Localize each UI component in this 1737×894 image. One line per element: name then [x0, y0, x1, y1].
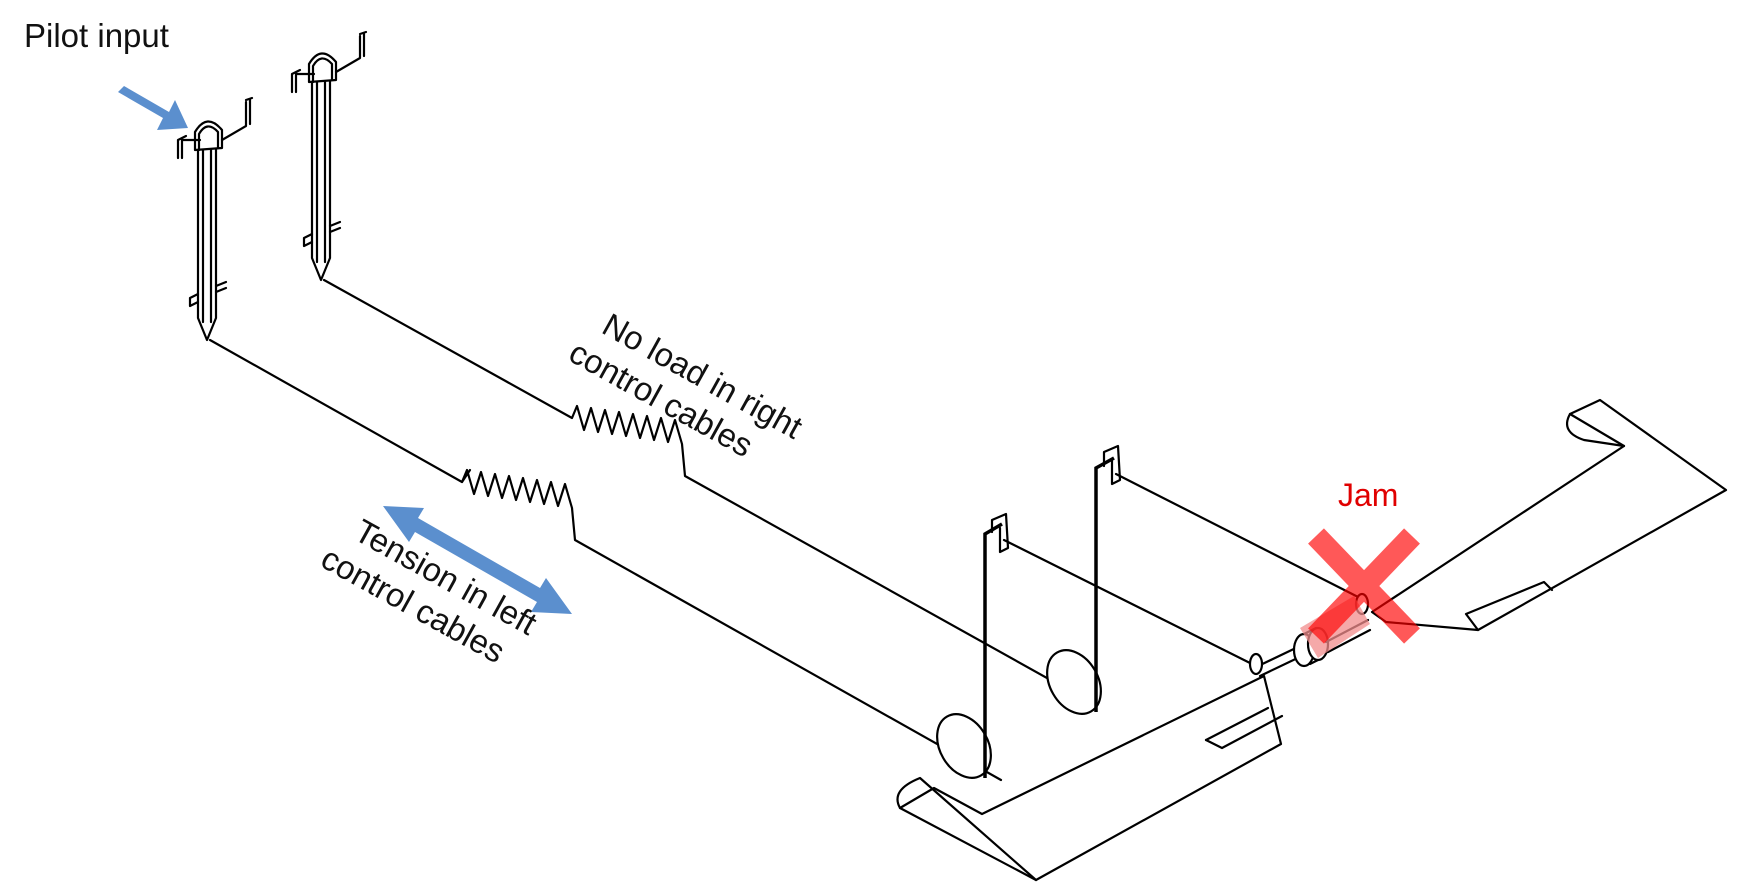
jam-x-marker: [1308, 528, 1420, 644]
left-elevator: [896, 674, 1284, 882]
jam-highlight: [1300, 528, 1420, 658]
pilot-input-arrow-icon: [118, 86, 188, 130]
tension-double-arrow-icon: [383, 506, 572, 614]
right-elevator: [1370, 398, 1728, 632]
right-control-column: [290, 30, 368, 282]
right-control-cable: [322, 278, 1092, 704]
pulley-left: [936, 512, 1010, 779]
left-control-column: [176, 96, 254, 342]
aft-cables: [1002, 472, 1366, 668]
pilot-input-label: Pilot input: [24, 17, 169, 54]
jam-label: Jam: [1338, 477, 1398, 513]
left-control-cable: [208, 338, 1003, 782]
pulley-right: [1046, 444, 1122, 715]
